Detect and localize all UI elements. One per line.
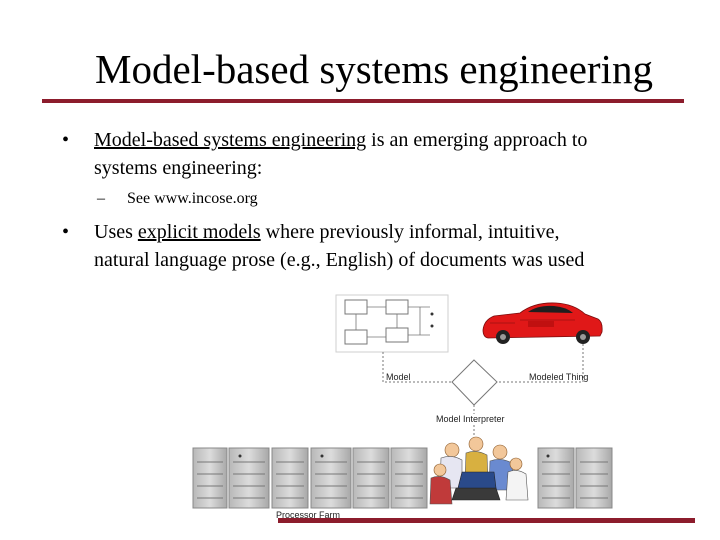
slide-title: Model-based systems engineering — [95, 46, 653, 92]
bullet-2-underlined-term: explicit models — [137, 221, 261, 243]
bullet-1-line2: systems engineering: — [94, 157, 263, 179]
bullet-1-text: Model-based systems engineering is an em… — [94, 126, 704, 182]
bullet-1-rest: is an emerging approach to — [366, 129, 588, 151]
bullet-1-underlined-term: Model-based systems engineering — [94, 129, 367, 151]
team-at-laptop-illustration — [429, 436, 529, 505]
interpreter-label: Model Interpreter — [436, 414, 505, 424]
modeled-thing-label: Modeled Thing — [529, 372, 588, 382]
model-block-diagram — [335, 294, 449, 353]
interpreter-diamond — [451, 359, 498, 406]
server-rack-icon — [352, 447, 390, 509]
processor-farm — [192, 447, 613, 509]
bullet-2-rest: where previously informal, intuitive, — [260, 221, 560, 243]
server-rack-icon — [537, 447, 575, 509]
bottom-accent-rule — [278, 518, 695, 523]
bullet-dot: • — [62, 221, 70, 243]
sub-bullet-dash: – — [97, 190, 105, 207]
server-rack-icon — [310, 447, 352, 509]
car-icon — [482, 302, 603, 344]
model-label: Model — [386, 372, 411, 382]
bullet-2-line2: natural language prose (e.g., English) o… — [94, 249, 585, 271]
server-rack-icon — [390, 447, 428, 509]
title-underline-rule — [42, 99, 684, 103]
sub-bullet-1-text: See www.incose.org — [127, 190, 258, 207]
bullet-2-prefix: Uses — [94, 221, 138, 243]
bullet-2-text: Uses explicit models where previously in… — [94, 218, 704, 274]
server-rack-icon — [271, 447, 309, 509]
processor-farm-label: Processor Farm — [276, 510, 340, 520]
bullet-dot: • — [62, 129, 70, 151]
server-rack-icon — [575, 447, 613, 509]
server-rack-icon — [192, 447, 228, 509]
server-rack-icon — [228, 447, 270, 509]
